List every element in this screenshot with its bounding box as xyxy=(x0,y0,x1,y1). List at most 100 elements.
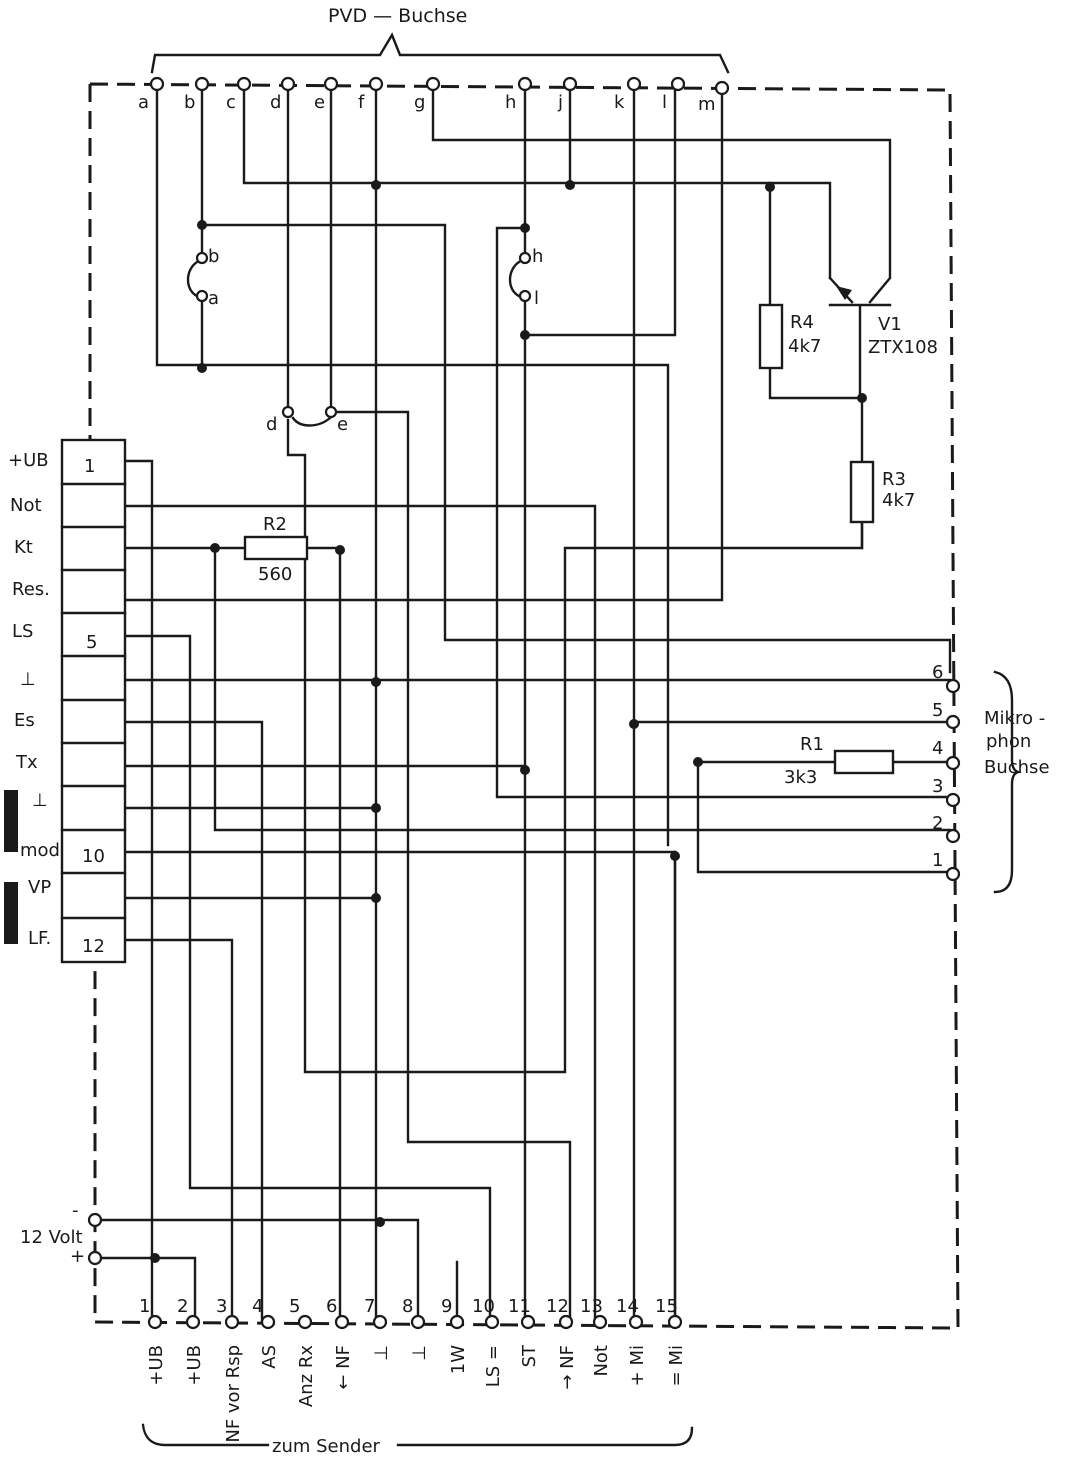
bottom-pin-1 xyxy=(147,1314,163,1330)
pvd-pin-m: m xyxy=(698,94,716,115)
bottom-pin-15 xyxy=(667,1314,683,1330)
bottom-pin-label: AS xyxy=(259,1345,280,1369)
bottom-pin-number: 10 xyxy=(472,1296,495,1317)
pvd-pin-b: b xyxy=(184,92,195,113)
power-minus: - xyxy=(72,1200,79,1221)
left-label-tx: Tx xyxy=(15,752,38,773)
mic-pin-3: 3 xyxy=(932,776,943,797)
bottom-pin-label: LS = xyxy=(483,1345,504,1387)
left-connector: 1 5 10 12 +UB Not Kt Res. LS ⊥ Es Tx ⊥ m… xyxy=(4,438,127,964)
bottom-pin-9 xyxy=(449,1314,465,1330)
r2-value: 560 xyxy=(258,564,292,585)
r1-value: 3k3 xyxy=(784,767,817,788)
pvd-title: PVD — Buchse xyxy=(328,5,467,27)
r3-value: 4k7 xyxy=(882,490,915,511)
bottom-pin-7 xyxy=(372,1314,388,1330)
pvd-pin-f: f xyxy=(358,92,365,113)
bottom-pin-label: +UB xyxy=(146,1345,167,1386)
bottom-pin-number: 11 xyxy=(508,1296,531,1317)
left-label-es: Es xyxy=(14,710,35,731)
vp-lf-bracket xyxy=(4,882,18,944)
r3-resistor xyxy=(849,460,875,524)
mic-socket: 6 5 4 3 2 1 Mikro - phon Buchse xyxy=(932,662,1050,894)
mic-brace xyxy=(993,670,1022,894)
bottom-pin-number: 1 xyxy=(139,1296,150,1317)
power-label: 12 Volt xyxy=(20,1227,83,1248)
pvd-brace xyxy=(150,32,730,74)
pvd-pin-j: j xyxy=(557,92,563,113)
power-plus: + xyxy=(70,1246,85,1267)
pvd-pin-a: a xyxy=(138,92,149,113)
bottom-pin-label: → NF xyxy=(557,1345,578,1390)
mic-label-3: Buchse xyxy=(984,757,1050,778)
bottom-pin-label: +UB xyxy=(184,1345,205,1386)
r1-resistor xyxy=(833,749,895,775)
r2-name: R2 xyxy=(263,514,287,535)
bottom-pin-label: ⊥ xyxy=(371,1345,392,1361)
pvd-pin-k: k xyxy=(614,92,625,113)
bottom-pin-6 xyxy=(334,1314,350,1330)
bottom-pin-label: Anz Rx xyxy=(296,1345,317,1407)
switch-h-label: h xyxy=(532,246,543,267)
pvd-pin-d: d xyxy=(270,92,281,113)
bottom-pin-label: = Mi xyxy=(666,1345,687,1386)
power-supply: - 12 Volt + xyxy=(20,1200,103,1267)
bottom-pin-number: 3 xyxy=(216,1296,227,1317)
bottom-pin-number: 4 xyxy=(252,1296,263,1317)
bottom-pin-number: 14 xyxy=(616,1296,639,1317)
bottom-pin-label: Not xyxy=(591,1345,612,1377)
bottom-pin-number: 2 xyxy=(177,1296,188,1317)
bottom-pin-10 xyxy=(484,1314,500,1330)
v1-value: ZTX108 xyxy=(868,337,938,358)
left-label-not: Not xyxy=(10,495,42,516)
mic-pin-1: 1 xyxy=(932,850,943,871)
mic-pin-4: 4 xyxy=(932,738,943,759)
switch-l-label: l xyxy=(534,288,539,309)
zum-sender-label: zum Sender xyxy=(272,1436,381,1457)
left-label-ub: +UB xyxy=(8,450,49,471)
bottom-pin-4 xyxy=(260,1314,276,1330)
left-num-12: 12 xyxy=(82,936,105,957)
left-label-mod: mod xyxy=(20,840,60,861)
bottom-pin-label: + Mi xyxy=(627,1345,648,1386)
bottom-pin-number: 5 xyxy=(289,1296,300,1317)
pvd-pin-g: g xyxy=(414,92,425,113)
mic-pin-6: 6 xyxy=(932,662,943,683)
left-num-5: 5 xyxy=(86,632,97,653)
bottom-pin-number: 8 xyxy=(402,1296,413,1317)
bottom-pin-3 xyxy=(224,1314,240,1330)
pvd-pin-e: e xyxy=(314,92,325,113)
bottom-pin-number: 12 xyxy=(546,1296,569,1317)
switch-b-label: b xyxy=(208,246,219,267)
left-label-res: Res. xyxy=(12,579,50,600)
r2-resistor xyxy=(243,535,309,561)
left-label-ls: LS xyxy=(12,621,33,642)
mic-label-1: Mikro - xyxy=(984,708,1045,729)
bottom-pin-number: 9 xyxy=(441,1296,452,1317)
left-num-10: 10 xyxy=(82,846,105,867)
left-label-kt: Kt xyxy=(14,537,33,558)
bottom-pin-11 xyxy=(520,1314,536,1330)
pvd-pin-h: h xyxy=(505,92,516,113)
bottom-pin-5 xyxy=(297,1314,313,1330)
r4-value: 4k7 xyxy=(788,336,821,357)
wiring xyxy=(98,84,952,1324)
mic-pin-2: 2 xyxy=(932,813,943,834)
bottom-pin-label: 1W xyxy=(448,1345,469,1374)
sender-brace xyxy=(141,1423,694,1447)
v1-name: V1 xyxy=(878,314,902,335)
left-label-lf: LF. xyxy=(28,928,51,949)
left-num-1: 1 xyxy=(84,456,95,477)
bottom-pin-label: ← NF xyxy=(333,1345,354,1390)
junction-dots xyxy=(150,180,867,1263)
bottom-pin-label: NF vor Rsp xyxy=(223,1345,244,1443)
bottom-pin-8 xyxy=(410,1314,426,1330)
bottom-pin-13 xyxy=(592,1314,608,1330)
pvd-pin-l: l xyxy=(662,92,667,113)
left-label-vp: VP xyxy=(28,877,51,898)
mic-pin-5: 5 xyxy=(932,700,943,721)
mod-bracket xyxy=(4,790,18,852)
switch-a-label: a xyxy=(208,288,219,309)
pvd-socket: a b c d e f g h j k l m xyxy=(138,76,730,115)
